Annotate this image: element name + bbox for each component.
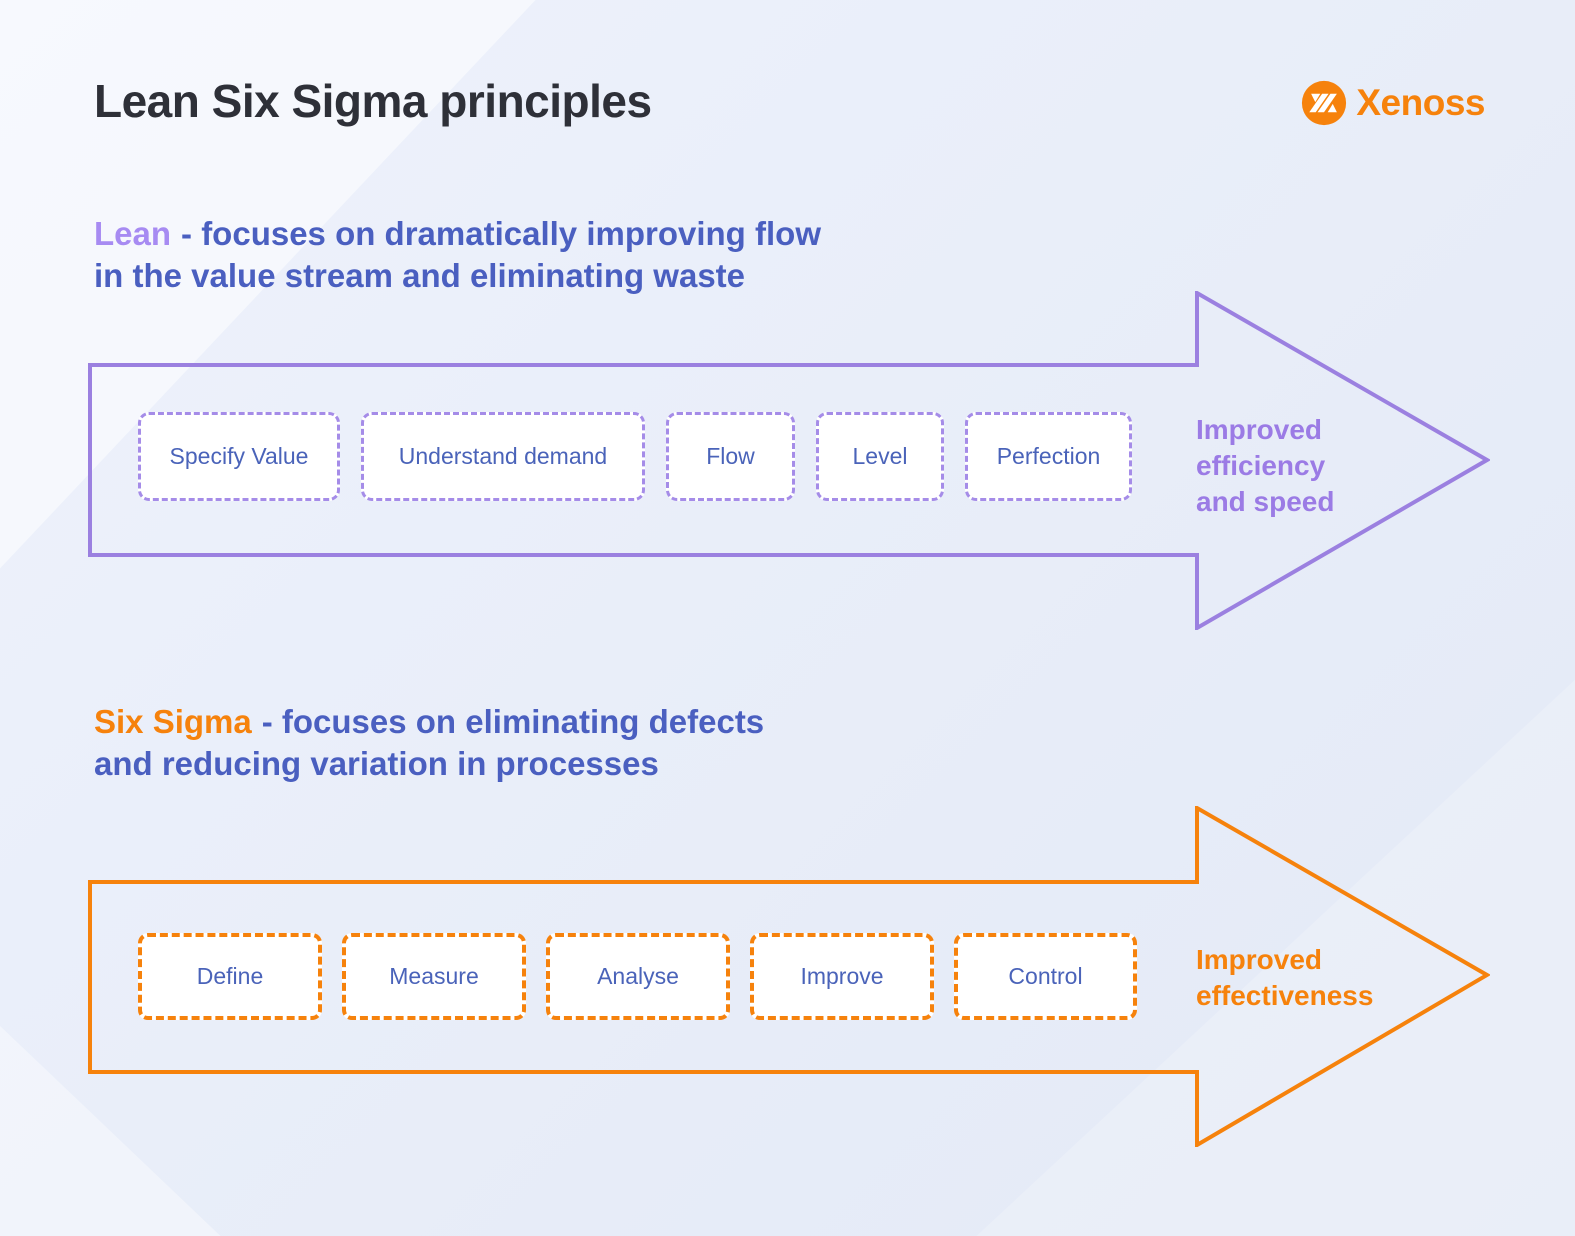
six-sigma-step-label: Improve [800, 963, 884, 989]
six-sigma-step-box: Define [138, 933, 322, 1020]
lean-outcome-label: Improved efficiency and speed [1196, 414, 1335, 517]
six-sigma-desc-line1: - focuses on eliminating defects [261, 703, 765, 740]
lean-arrow-shape [88, 291, 1490, 630]
six-sigma-outcome-label: Improved effectiveness [1196, 944, 1374, 1011]
six-sigma-step-label: Analyse [597, 963, 679, 989]
six-sigma-step-box: Measure [342, 933, 526, 1020]
lean-step-box: Level [816, 412, 944, 501]
lean-description: Lean- focuses on dramatically improving … [94, 213, 821, 297]
six-sigma-arrow-shape [88, 806, 1490, 1147]
lean-step-label: Understand demand [398, 443, 608, 469]
header: Lean Six Sigma principles Xenoss [94, 74, 1485, 128]
lean-steps-row: Specify Value Understand demand Flow Lev… [138, 412, 1132, 501]
six-sigma-steps-row: Define Measure Analyse Improve Control [138, 933, 1137, 1020]
lean-step-box: Flow [666, 412, 795, 501]
lean-step-box: Specify Value [138, 412, 340, 501]
page-title: Lean Six Sigma principles [94, 75, 652, 127]
brand-name: Xenoss [1356, 82, 1485, 123]
six-sigma-step-box: Analyse [546, 933, 730, 1020]
six-sigma-desc-line2: and reducing variation in processes [94, 745, 659, 782]
lean-step-box: Perfection [965, 412, 1132, 501]
lean-step-label: Flow [706, 443, 755, 469]
lean-step-box: Understand demand [361, 412, 645, 501]
lean-term: Lean [94, 215, 172, 252]
lean-desc-line2: in the value stream and eliminating wast… [94, 257, 746, 294]
lean-desc-line1: - focuses on dramatically improving flow [181, 215, 821, 252]
xenoss-logo-icon [1302, 80, 1347, 126]
six-sigma-description: Six Sigma- focuses on eliminating defect… [94, 701, 764, 785]
brand-logo: Xenoss [1301, 80, 1485, 126]
six-sigma-step-box: Improve [750, 933, 934, 1020]
six-sigma-step-box: Control [954, 933, 1137, 1020]
six-sigma-step-label: Define [196, 963, 264, 989]
six-sigma-term: Six Sigma [94, 703, 252, 740]
lean-step-label: Specify Value [169, 443, 309, 469]
six-sigma-step-label: Measure [389, 963, 479, 989]
lean-step-label: Perfection [996, 443, 1101, 469]
lean-step-label: Level [852, 443, 908, 469]
six-sigma-step-label: Control [1008, 963, 1083, 989]
